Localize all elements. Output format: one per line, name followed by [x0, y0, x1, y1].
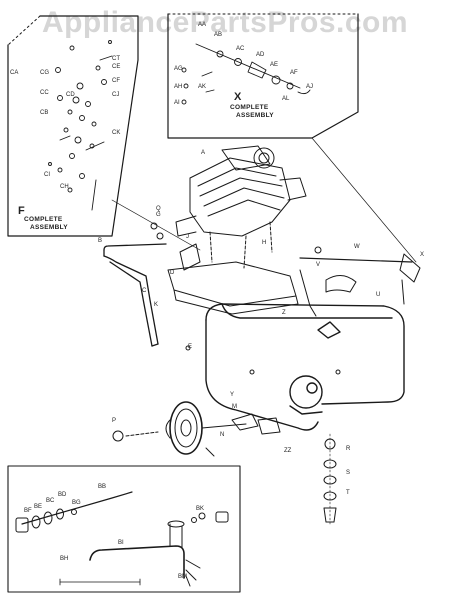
callout: Z	[282, 310, 286, 316]
callout: H	[262, 240, 267, 246]
loose-hardware	[150, 222, 341, 457]
callout: AF	[290, 70, 298, 76]
callout: BF	[24, 508, 32, 514]
callout: M	[232, 404, 237, 410]
callout: B	[98, 238, 103, 244]
callout: CK	[112, 130, 121, 136]
callout: AB	[214, 32, 223, 38]
callout: R	[346, 446, 351, 452]
callout: BM	[178, 574, 187, 580]
callout: AI	[174, 100, 180, 106]
callout: T	[346, 490, 350, 496]
callout: BE	[34, 504, 43, 510]
callout: CF	[112, 78, 120, 84]
callout: BD	[58, 492, 67, 498]
callout: N	[220, 432, 225, 438]
inset-f-caption-line2: ASSEMBLY	[30, 224, 68, 231]
callout: BK	[196, 506, 205, 512]
callout: S	[346, 470, 351, 476]
callout: D	[170, 270, 175, 276]
callout: AD	[256, 52, 265, 58]
callout: ZZ	[284, 448, 292, 454]
inset-x-parts	[181, 43, 311, 105]
callout: AH	[174, 84, 183, 90]
callout: CB	[40, 110, 49, 116]
callout: P	[112, 418, 117, 424]
inset-bottom-frame	[7, 465, 241, 593]
callout: U	[376, 292, 381, 298]
leader-x	[311, 137, 417, 263]
inset-f-parts	[48, 40, 113, 211]
callout: AL	[282, 96, 290, 102]
callout: K	[154, 302, 159, 308]
callout: AC	[236, 46, 245, 52]
inset-x-letter: X	[234, 91, 242, 103]
callout: CG	[40, 70, 49, 76]
callout: AE	[270, 62, 279, 68]
engine	[175, 145, 307, 269]
callout: V	[316, 262, 321, 268]
callout: BC	[46, 498, 55, 504]
watermark: AppliancePartsPros.com	[41, 6, 409, 39]
callout: CC	[40, 90, 49, 96]
leader-f	[111, 199, 201, 251]
callout: CI	[44, 172, 50, 178]
auger-housing	[205, 303, 405, 431]
frame-plate	[167, 243, 299, 315]
inset-f-frame	[7, 15, 139, 237]
callout: BH	[60, 556, 69, 562]
callout: CD	[66, 92, 75, 98]
callout: AA	[198, 22, 207, 28]
inset-f-caption-line1: COMPLETE	[24, 216, 63, 223]
callout: Q	[156, 206, 161, 212]
callout: G	[156, 212, 161, 218]
callout: X	[420, 252, 425, 258]
handle	[103, 243, 167, 347]
wheel	[112, 401, 281, 455]
inset-x-caption-line2: ASSEMBLY	[236, 112, 274, 119]
callout: AG	[174, 66, 183, 72]
inset-f-letter: F	[18, 205, 25, 217]
callout: CT	[112, 56, 120, 62]
callout: E	[188, 344, 193, 350]
callout: W	[354, 244, 360, 250]
callout: AK	[198, 84, 207, 90]
small-parts-column	[323, 433, 337, 527]
callout: J	[186, 234, 189, 240]
callout: A	[201, 150, 206, 156]
callout: CJ	[112, 92, 120, 98]
inset-bottom-parts	[15, 491, 229, 587]
callout: CA	[10, 70, 19, 76]
callout: CH	[60, 184, 69, 190]
inset-x-caption-line1: COMPLETE	[230, 104, 269, 111]
chute-cable	[299, 246, 421, 317]
callout: C	[142, 288, 147, 294]
callout: AJ	[306, 84, 314, 90]
callout: BI	[118, 540, 124, 546]
callout: CE	[112, 64, 121, 70]
callout: BG	[72, 500, 81, 506]
callout: Y	[230, 392, 235, 398]
callout: BB	[98, 484, 107, 490]
